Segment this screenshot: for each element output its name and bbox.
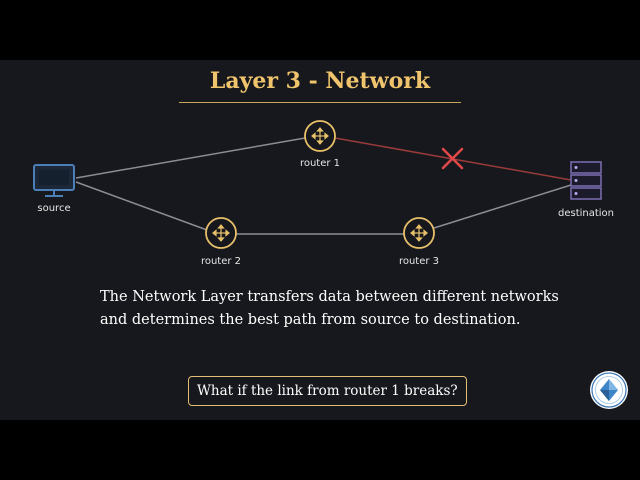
question-box: What if the link from router 1 breaks? — [188, 376, 467, 406]
link-router3-destination — [433, 184, 572, 229]
source-label: source — [37, 203, 70, 214]
title-underline — [179, 102, 461, 103]
link-break-x-icon — [441, 147, 464, 170]
logo-icon — [590, 371, 628, 409]
destination-server-icon — [570, 161, 602, 200]
description-text: The Network Layer transfers data between… — [100, 289, 559, 328]
source-computer-icon — [33, 164, 75, 197]
router-2-label: router 2 — [201, 256, 241, 267]
link-source-router2 — [75, 181, 208, 231]
router-1-label: router 1 — [300, 158, 340, 169]
network-diagram: source router 1 router 2 — [33, 120, 614, 267]
router-2-icon — [205, 217, 237, 249]
destination-label: destination — [558, 208, 614, 219]
router-3-icon — [403, 217, 435, 249]
router-1-icon — [304, 120, 336, 152]
slide-title: Layer 3 - Network — [209, 68, 431, 94]
router-3-label: router 3 — [399, 256, 439, 267]
link-source-router1 — [75, 137, 306, 179]
slide: Layer 3 - Network source — [0, 60, 640, 420]
